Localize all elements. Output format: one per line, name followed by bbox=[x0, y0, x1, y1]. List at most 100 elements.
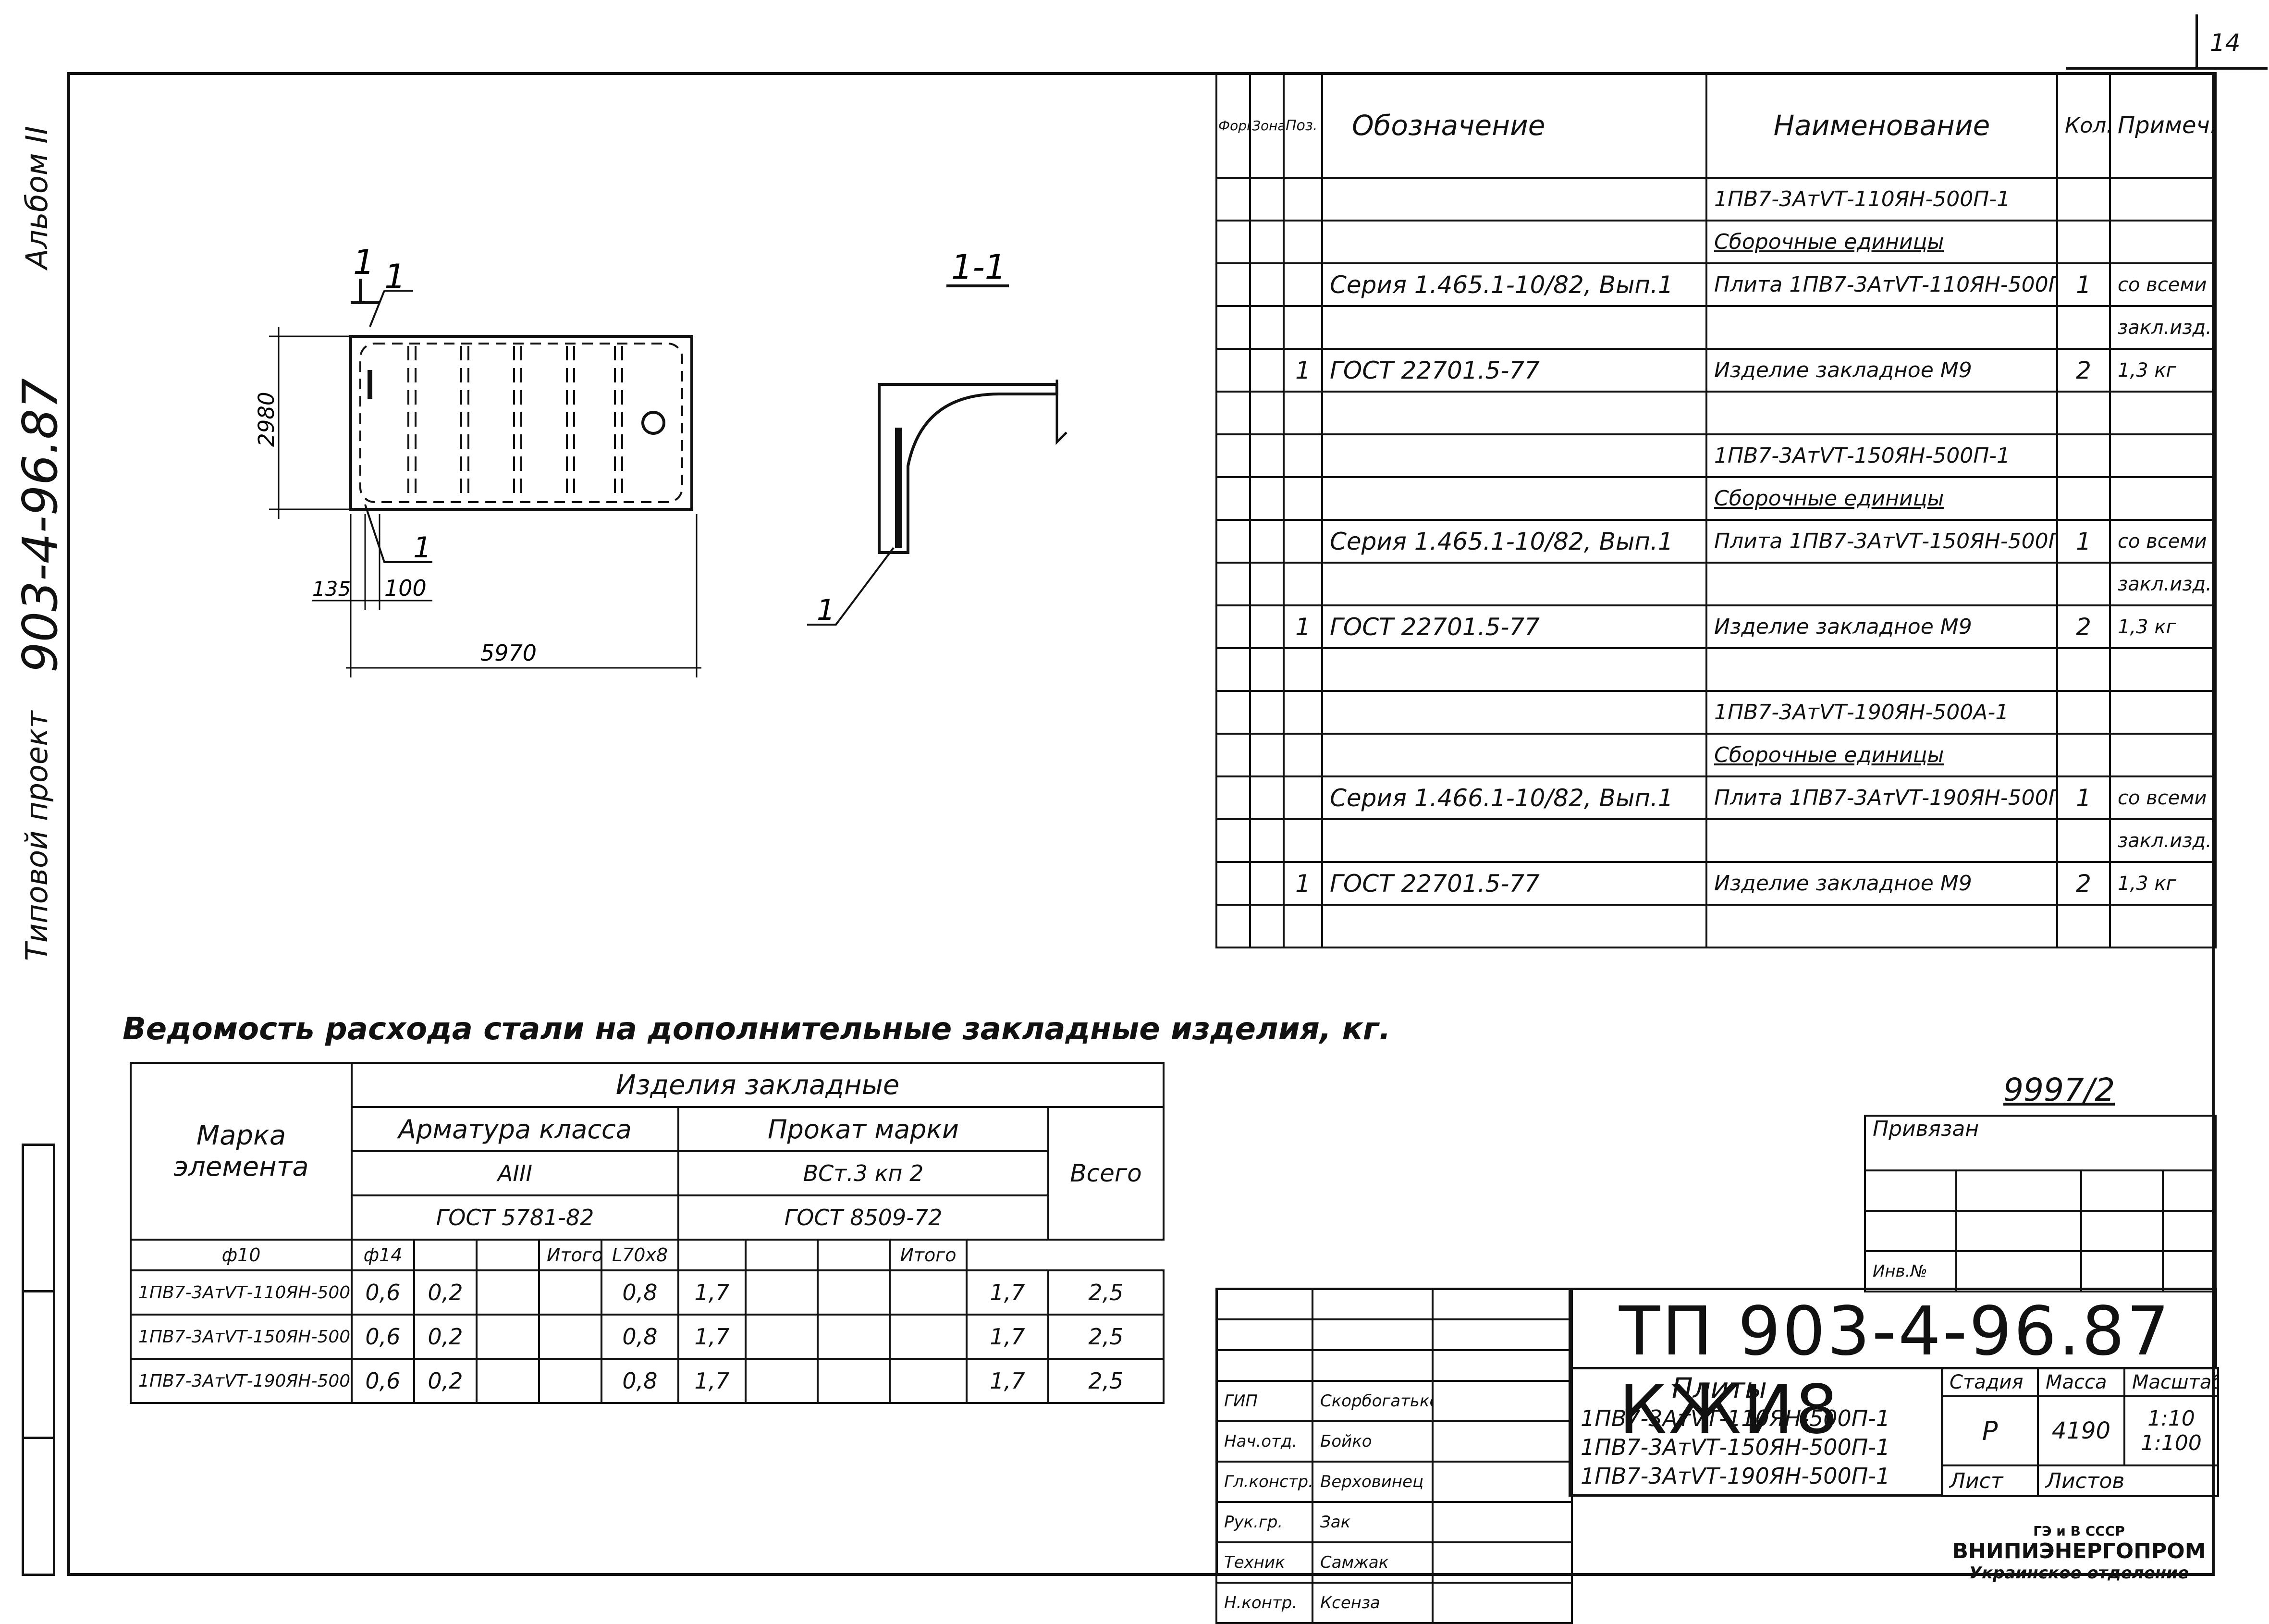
spec-cell-pos bbox=[1283, 220, 1323, 264]
col-zone: Зона bbox=[1249, 72, 1285, 179]
spec-cell-pos bbox=[1283, 904, 1323, 948]
mark-header: Марка элемента bbox=[130, 1062, 353, 1241]
steel-row-value: 1,7 bbox=[966, 1358, 1049, 1404]
dim-length: 5970 bbox=[480, 640, 537, 666]
spec-cell-format bbox=[1215, 476, 1251, 521]
stamp-number: 9997/2 bbox=[2003, 1071, 2115, 1108]
steel-row-value bbox=[745, 1358, 819, 1404]
section-marker: 1 bbox=[353, 243, 375, 282]
inv-label: Инв.№ bbox=[1864, 1250, 1957, 1292]
spec-cell-zone bbox=[1249, 775, 1285, 820]
spec-cell-note: со всеми bbox=[2109, 262, 2217, 307]
spec-cell-qty bbox=[2056, 818, 2111, 863]
signature-mark bbox=[1432, 1582, 1573, 1624]
document-code: ТП 903-4-96.87 КЖИ8 bbox=[1619, 1292, 2171, 1449]
spec-cell-designation: Серия 1.465.1-10/82, Вып.1 bbox=[1321, 262, 1707, 307]
signature-name: Ксенза bbox=[1312, 1582, 1434, 1624]
spec-cell-name: Изделие закладное М9 bbox=[1705, 604, 2058, 649]
spec-cell-designation: Серия 1.465.1-10/82, Вып.1 bbox=[1321, 519, 1707, 564]
spec-cell-name: Сборочные единицы bbox=[1705, 220, 2058, 264]
dim-left: 135 bbox=[312, 577, 351, 601]
steel-table-title: Ведомость расхода стали на дополнительны… bbox=[123, 1011, 1391, 1047]
spec-cell-pos bbox=[1283, 177, 1323, 221]
spec-cell-format bbox=[1215, 562, 1251, 606]
section-title: 1-1 bbox=[951, 247, 1006, 287]
spec-cell-pos bbox=[1283, 690, 1323, 735]
org-line-3: Украинское отделение bbox=[1969, 1563, 2189, 1583]
spec-cell-pos bbox=[1283, 519, 1323, 564]
signature-row: Нач.отд.Бойко bbox=[1215, 1420, 1573, 1463]
spec-cell-name: Плита 1ПВ7-3АтVТ-190ЯН-500П bbox=[1705, 775, 2058, 820]
signature-role: ГИП bbox=[1215, 1380, 1313, 1422]
steel-row: 1ПВ7-3АтVТ-190ЯН-500П-10,60,20,81,71,72,… bbox=[130, 1358, 1165, 1404]
steel-consumption-table: Марка элемента Изделия закладные Арматур… bbox=[130, 1062, 1165, 1404]
spec-cell-pos: 1 bbox=[1283, 348, 1323, 393]
spec-row: 1ПВ7-3АтVТ-190ЯН-500А-1 bbox=[1215, 690, 2217, 735]
spec-cell-zone bbox=[1249, 647, 1285, 692]
spec-cell-designation bbox=[1321, 818, 1707, 863]
spec-cell-zone bbox=[1249, 904, 1285, 948]
col-pos: Поз. bbox=[1283, 72, 1323, 179]
steel-subheader-cell bbox=[745, 1239, 819, 1271]
spec-cell-format bbox=[1215, 775, 1251, 820]
col-note: Примеч. bbox=[2109, 72, 2217, 179]
steel-subheader-cell: Итого bbox=[889, 1239, 968, 1271]
spec-cell-pos: 1 bbox=[1283, 861, 1323, 906]
spec-cell-name: Сборочные единицы bbox=[1705, 476, 2058, 521]
steel-row-value: 0,8 bbox=[601, 1269, 679, 1316]
steel-row-value: 0,6 bbox=[351, 1314, 415, 1360]
spec-cell-designation bbox=[1321, 647, 1707, 692]
steel-row-value bbox=[476, 1358, 540, 1404]
signature-mark bbox=[1432, 1501, 1573, 1543]
bound-label: Привязан bbox=[1864, 1115, 2217, 1171]
rolled-gost: ГОСТ 8509-72 bbox=[677, 1194, 1049, 1241]
svg-text:1: 1 bbox=[817, 593, 835, 627]
org-line-2: ВНИПИЭНЕРГОПРОМ bbox=[1952, 1539, 2206, 1563]
spec-cell-format bbox=[1215, 519, 1251, 564]
spec-row bbox=[1215, 647, 2217, 692]
spec-cell-note bbox=[2109, 904, 2217, 948]
stage-value: Р bbox=[1941, 1395, 2039, 1466]
col-format: Формат bbox=[1215, 72, 1251, 179]
col-qty: Кол. bbox=[2056, 72, 2111, 179]
spec-cell-note: 1,3 кг bbox=[2109, 604, 2217, 649]
spec-cell-qty bbox=[2056, 562, 2111, 606]
spec-cell-format bbox=[1215, 690, 1251, 735]
spec-cell-note bbox=[2109, 476, 2217, 521]
spec-cell-zone bbox=[1249, 305, 1285, 350]
steel-row-value bbox=[817, 1358, 891, 1404]
spec-cell-qty bbox=[2056, 476, 2111, 521]
spec-cell-designation: ГОСТ 22701.5-77 bbox=[1321, 348, 1707, 393]
spec-cell-qty bbox=[2056, 690, 2111, 735]
code-cell: ТП 903-4-96.87 КЖИ8 bbox=[1569, 1288, 2217, 1449]
spec-cell-format bbox=[1215, 733, 1251, 777]
spec-cell-note: закл.изд. bbox=[2109, 818, 2217, 863]
total-header: Всего bbox=[1047, 1106, 1165, 1241]
steel-row-value bbox=[476, 1269, 540, 1316]
signature-row: Гл.констр.Верховинец bbox=[1215, 1461, 1573, 1503]
spec-cell-format bbox=[1215, 262, 1251, 307]
col-name: Наименование bbox=[1705, 72, 2058, 179]
signature-name: Верховинец bbox=[1312, 1461, 1434, 1503]
spec-cell-format bbox=[1215, 220, 1251, 264]
signature-empty-row bbox=[1215, 1349, 1573, 1382]
mass-label: Масса bbox=[2037, 1367, 2125, 1397]
spec-cell-qty: 1 bbox=[2056, 519, 2111, 564]
spec-cell-note bbox=[2109, 433, 2217, 478]
signature-mark bbox=[1432, 1461, 1573, 1503]
steel-row-value: 1,7 bbox=[677, 1314, 747, 1360]
steel-row-value bbox=[745, 1269, 819, 1316]
sheets-label: Листов bbox=[2037, 1464, 2219, 1497]
spec-cell-pos bbox=[1283, 262, 1323, 307]
spec-row: Сборочные единицы bbox=[1215, 476, 2217, 521]
spec-row: 1ПВ7-3АтVТ-110ЯН-500П-1 bbox=[1215, 177, 2217, 221]
steel-row-mark: 1ПВ7-3АтVТ-190ЯН-500П-1 bbox=[130, 1358, 353, 1404]
stage-label: Стадия bbox=[1941, 1367, 2039, 1397]
spec-cell-format bbox=[1215, 818, 1251, 863]
spec-cell-qty: 1 bbox=[2056, 262, 2111, 307]
